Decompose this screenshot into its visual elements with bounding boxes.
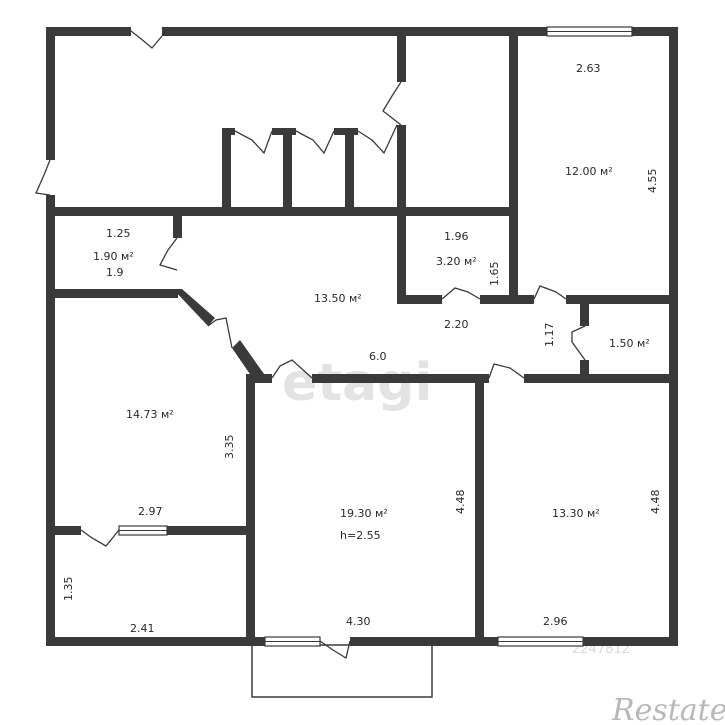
room-center-area: 19.30 м²: [340, 507, 388, 520]
room-right-area: 13.30 м²: [552, 507, 600, 520]
dim-2-63: 2.63: [576, 62, 601, 75]
dimension-labels: 2.63 4.55 1.25 1.9 1.96 1.65 2.20 1.17 6…: [62, 62, 662, 635]
dim-4-30: 4.30: [346, 615, 371, 628]
walls: [46, 27, 678, 646]
dim-2-41: 2.41: [130, 622, 155, 635]
dim-4-55: 4.55: [646, 169, 659, 194]
dim-2-96: 2.96: [543, 615, 568, 628]
doors: [35, 30, 586, 660]
room-top-right-area: 12.00 м²: [565, 165, 613, 178]
dim-1-35: 1.35: [62, 577, 75, 602]
room-small-left-area: 1.90 м²: [93, 250, 134, 263]
dim-1-17: 1.17: [543, 323, 556, 348]
dim-1-9: 1.9: [106, 266, 124, 279]
dim-4-48-right: 4.48: [649, 490, 662, 515]
room-small-center-area: 3.20 м²: [436, 255, 477, 268]
dim-4-48-center: 4.48: [454, 490, 467, 515]
dim-1-65: 1.65: [488, 262, 501, 287]
dim-6-0: 6.0: [369, 350, 387, 363]
restate-logo: Restate: [611, 693, 725, 725]
dim-1-25: 1.25: [106, 227, 131, 240]
dim-2-20: 2.20: [444, 318, 469, 331]
room-left-area: 14.73 м²: [126, 408, 174, 421]
dim-3-35: 3.35: [223, 435, 236, 460]
room-center-height: h=2.55: [340, 529, 381, 542]
room-labels: 12.00 м² 1.90 м² 3.20 м² 13.50 м² 1.50 м…: [93, 165, 650, 542]
balcony: [251, 644, 433, 698]
dim-1-96: 1.96: [444, 230, 469, 243]
closet-right-area: 1.50 м²: [609, 337, 650, 350]
hall-area: 13.50 м²: [314, 292, 362, 305]
dim-2-97: 2.97: [138, 505, 163, 518]
